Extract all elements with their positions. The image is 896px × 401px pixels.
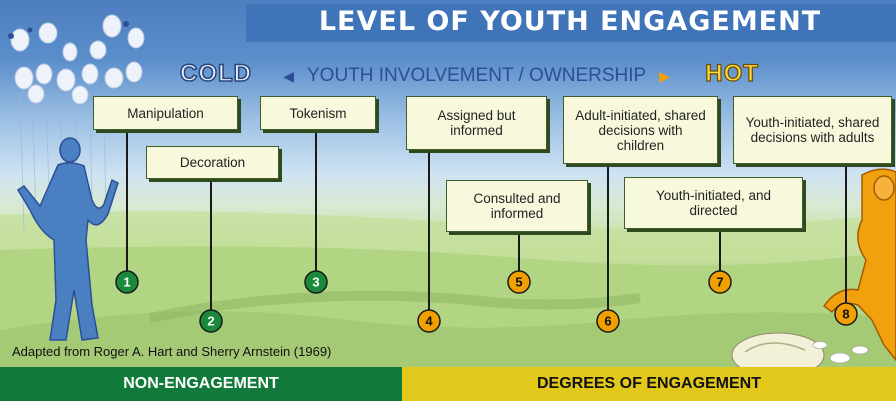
title-banner	[246, 4, 896, 42]
level-6-box: Adult-initiated, shared decisions with c…	[563, 96, 718, 164]
page-title: LEVEL OF YOUTH ENGAGEMENT	[318, 6, 822, 37]
level-marker-3: 3	[304, 270, 328, 294]
scale-label: YOUTH INVOLVEMENT / OWNERSHIP	[307, 65, 646, 86]
marker-number: 5	[515, 275, 522, 290]
marker-number: 3	[312, 275, 319, 290]
marker-circle	[199, 309, 223, 333]
level-3-box: Tokenism	[260, 96, 376, 130]
level-1-box: Manipulation	[93, 96, 238, 130]
level-8-box: Youth-initiated, shared decisions with a…	[733, 96, 892, 164]
level-marker-8: 8	[834, 302, 858, 326]
level-5-box: Consulted and informed	[446, 180, 588, 232]
marker-number: 2	[207, 314, 214, 329]
marker-number: 1	[123, 275, 130, 290]
level-markers: 1 2 3 4 5 6 7 8	[115, 270, 858, 333]
hot-label: HOT	[705, 59, 759, 87]
level-7-box: Youth-initiated, and directed	[624, 177, 803, 229]
level-marker-2: 2	[199, 309, 223, 333]
level-2-box: Decoration	[146, 146, 279, 179]
engagement-band: DEGREES OF ENGAGEMENT	[402, 367, 896, 401]
marker-number: 7	[716, 275, 723, 290]
marker-number: 4	[425, 314, 433, 329]
marker-number: 6	[604, 314, 611, 329]
level-marker-7: 7	[708, 270, 732, 294]
youth-figure	[822, 168, 896, 362]
marker-circle	[708, 270, 732, 294]
ownership-scale: COLD ◀ YOUTH INVOLVEMENT / OWNERSHIP ▶ H…	[179, 57, 759, 91]
non-engagement-band: NON-ENGAGEMENT	[0, 367, 402, 401]
adult-figure	[16, 137, 119, 341]
marker-circle	[417, 309, 441, 333]
cold-label: COLD	[179, 59, 252, 88]
marker-circle	[834, 302, 858, 326]
child-figure	[731, 332, 869, 378]
marker-circle	[596, 309, 620, 333]
left-arrow-icon: ◀	[283, 68, 295, 84]
level-marker-1: 1	[115, 270, 139, 294]
balloons-graphic	[10, 14, 145, 105]
marker-circle	[507, 270, 531, 294]
level-marker-5: 5	[507, 270, 531, 294]
marker-circle	[115, 270, 139, 294]
level-marker-6: 6	[596, 309, 620, 333]
marker-number: 8	[842, 307, 849, 322]
right-arrow-icon: ▶	[659, 68, 670, 84]
marker-circle	[304, 270, 328, 294]
credit-note: Adapted from Roger A. Hart and Sherry Ar…	[12, 344, 332, 359]
balloon-knots	[8, 21, 129, 39]
level-marker-4: 4	[417, 309, 441, 333]
level-4-box: Assigned but informed	[406, 96, 547, 150]
